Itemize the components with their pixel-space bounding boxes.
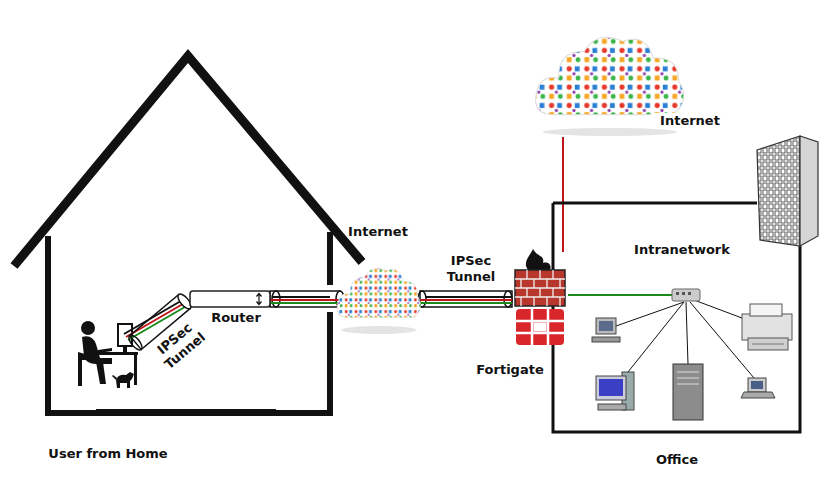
- server-icon: [673, 364, 703, 420]
- ellipse-part: [341, 326, 417, 334]
- node-label: User from Home: [13, 446, 203, 462]
- rect-part: [134, 355, 137, 385]
- node-label: Internet: [330, 224, 426, 240]
- rect-part: [96, 409, 276, 416]
- ellipse-part: [543, 128, 677, 136]
- desktop-icon: [596, 372, 634, 410]
- circle-part: [81, 321, 95, 335]
- edge-label: IPSec Tunnel: [440, 253, 502, 285]
- rect-part: [672, 289, 700, 301]
- rect-part: [534, 323, 547, 332]
- path-part: [48, 232, 330, 413]
- path-part: [96, 362, 106, 384]
- line-part: [420, 299, 512, 301]
- line-part: [677, 378, 699, 379]
- rect-part: [596, 318, 616, 334]
- tunnel-pipe: [270, 291, 344, 307]
- rect-part: [270, 291, 340, 307]
- home-house: User from Home: [8, 48, 368, 473]
- rect-part: [599, 321, 613, 331]
- internet-cloud: Internet: [330, 224, 426, 332]
- node-label: Router: [200, 310, 272, 326]
- rect-part: [682, 292, 685, 295]
- rect-part: [688, 292, 691, 295]
- line-part: [677, 384, 699, 385]
- rect-part: [676, 292, 679, 295]
- rect-part: [123, 346, 127, 352]
- line-part: [677, 372, 699, 373]
- line-part: [628, 302, 684, 372]
- internet-cloud-shape: [330, 224, 426, 332]
- connector-line: [272, 296, 330, 298]
- tunnel-pipe: [418, 291, 512, 307]
- g-part: [536, 37, 684, 114]
- path-part: [337, 268, 420, 318]
- line-part: [470, 296, 512, 298]
- rect-part: [748, 338, 788, 350]
- rect-part: [751, 381, 763, 389]
- node-label: Fortigate: [470, 362, 550, 378]
- connector-line: [562, 137, 564, 252]
- path-part: [516, 309, 564, 345]
- rect-part: [592, 337, 620, 342]
- ellipse-part: [127, 333, 145, 352]
- office-building-shape: [553, 128, 821, 473]
- network-switch: [672, 289, 700, 301]
- pc-icon: [592, 318, 620, 342]
- rect-part: [516, 309, 564, 345]
- rect-part: [599, 379, 623, 396]
- rect-part: [596, 376, 626, 400]
- polygon-part: [800, 136, 818, 246]
- path-part: [112, 375, 117, 380]
- path-part: [536, 37, 684, 114]
- rect-part: [750, 304, 782, 316]
- rect-part: [748, 378, 766, 392]
- rect-part: [598, 404, 626, 410]
- line-part: [420, 302, 512, 304]
- line-part: [752, 344, 784, 345]
- laptop-icon: [741, 378, 775, 398]
- path-part: [257, 294, 262, 305]
- rect-part: [673, 364, 703, 420]
- printer-icon: [742, 304, 792, 350]
- path-part: [526, 249, 551, 270]
- path-part: [14, 56, 362, 266]
- path-part: [98, 348, 112, 353]
- node-label: Internet: [651, 113, 729, 129]
- rect-part: [190, 291, 270, 307]
- path-part: [741, 392, 775, 398]
- g-part: [337, 268, 420, 318]
- office-building: Office: [553, 128, 821, 473]
- line-part: [694, 300, 742, 318]
- internet-cloud: Internet: [525, 25, 730, 137]
- home-house-shape: [8, 48, 368, 473]
- path-part: [78, 352, 92, 386]
- rect-part: [420, 291, 512, 307]
- lan-wire: [568, 294, 674, 296]
- node-label: Office: [637, 452, 717, 468]
- dog-figure: [112, 372, 134, 388]
- line-part: [270, 299, 340, 301]
- path-part: [515, 270, 565, 306]
- connector-line: [426, 296, 470, 298]
- free-label: Intranetwork: [622, 242, 742, 258]
- rect-part: [515, 270, 565, 306]
- line-part: [270, 302, 340, 304]
- path-part: [116, 372, 134, 388]
- polygon-part: [757, 136, 800, 246]
- rect-part: [742, 314, 792, 340]
- line-part: [686, 302, 688, 364]
